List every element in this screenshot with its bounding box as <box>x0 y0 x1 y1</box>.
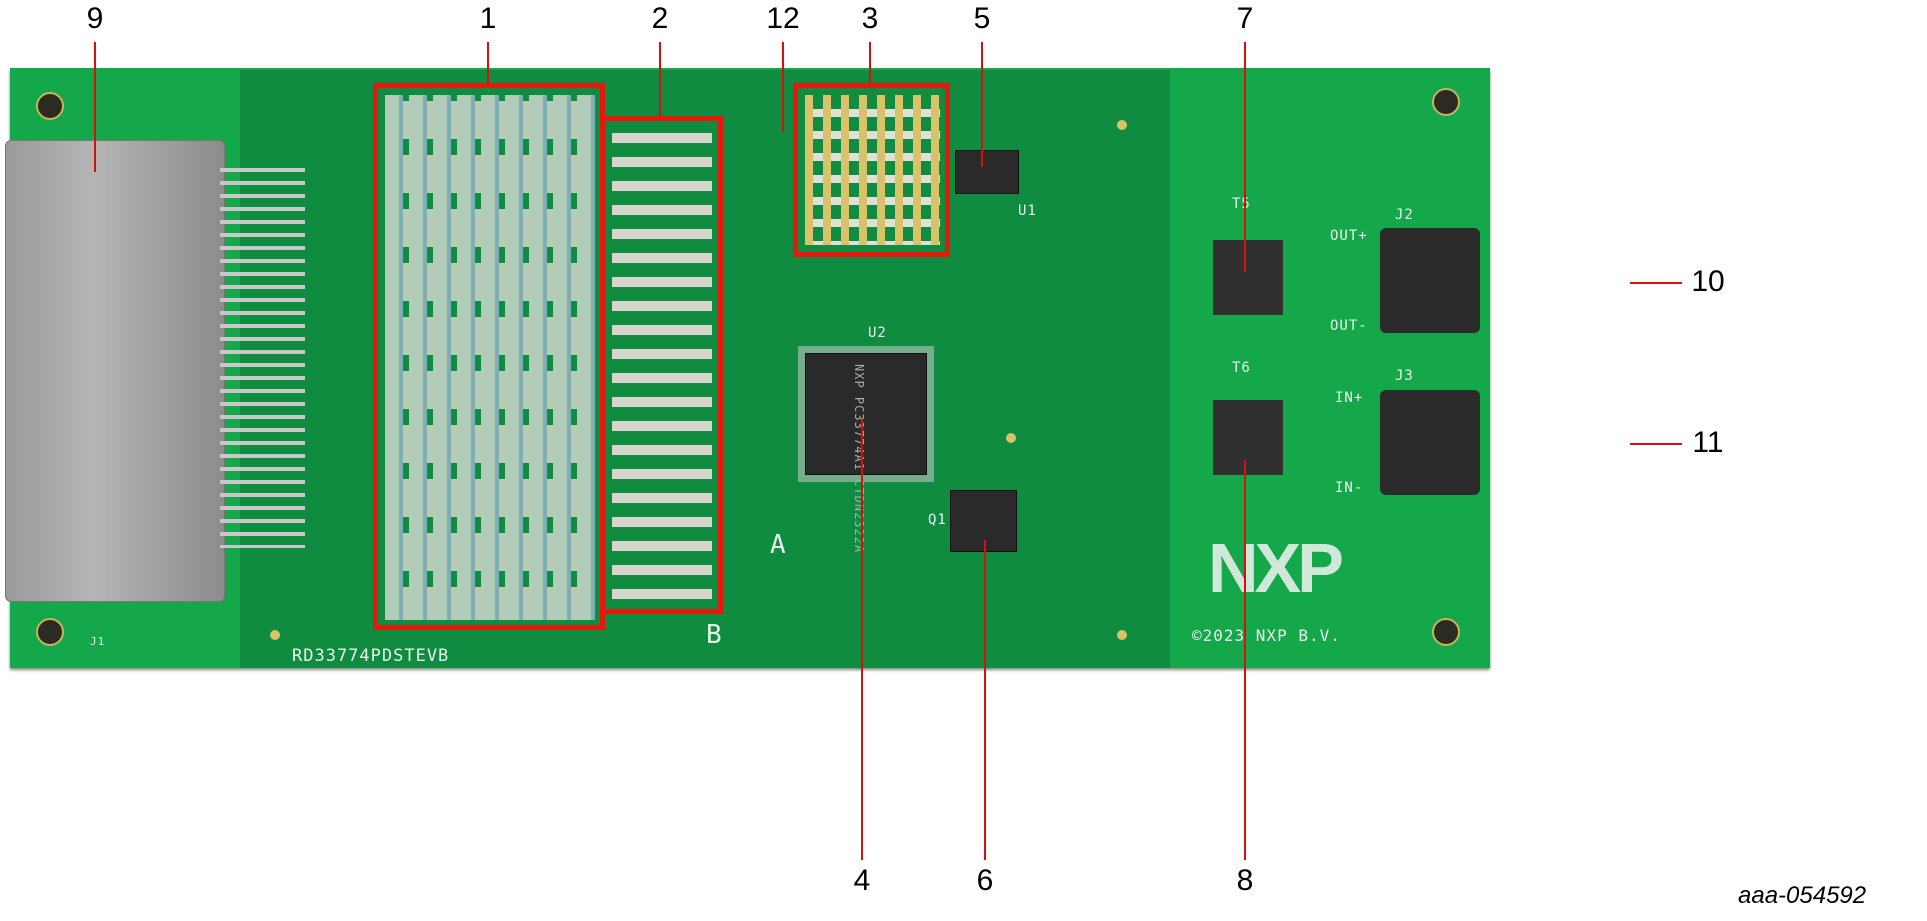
mounting-hole <box>36 618 64 646</box>
nxp-logo: NXP <box>1208 529 1344 607</box>
leader-line-6 <box>984 540 986 860</box>
mounting-hole <box>1432 618 1460 646</box>
highlight-box-3 <box>793 83 950 257</box>
callout-4: 4 <box>853 864 871 897</box>
label-in-minus: IN- <box>1335 480 1364 496</box>
callout-10: 10 <box>1691 265 1725 298</box>
callout-6: 6 <box>976 864 994 897</box>
leader-line-11 <box>1630 443 1682 445</box>
label-j2: J2 <box>1395 207 1414 223</box>
figure-code: aaa-054592 <box>1738 882 1867 909</box>
label-b: B <box>706 620 723 650</box>
callout-3: 3 <box>861 2 879 35</box>
mounting-hole <box>1432 88 1460 116</box>
label-u1: U1 <box>1018 203 1037 219</box>
chip-brand: NXP <box>852 364 866 389</box>
leader-line-3 <box>869 42 871 84</box>
transformer-t5 <box>1213 240 1283 315</box>
leader-line-9 <box>94 42 96 172</box>
callout-11: 11 <box>1692 426 1724 459</box>
connector-pins <box>220 168 305 548</box>
label-j3: J3 <box>1395 368 1414 384</box>
label-u2: U2 <box>868 325 887 341</box>
test-point <box>1117 120 1127 130</box>
chip-part: PC33774A1 <box>852 396 866 471</box>
transistor-q1 <box>950 490 1017 552</box>
highlight-box-2 <box>601 116 723 614</box>
transformer-t6 <box>1213 400 1283 475</box>
label-t5: T5 <box>1232 196 1251 212</box>
label-q1: Q1 <box>928 512 947 528</box>
callout-12: 12 <box>766 2 800 35</box>
leader-line-4 <box>861 420 863 860</box>
test-point <box>1117 630 1127 640</box>
callout-1: 1 <box>479 2 497 35</box>
mounting-hole <box>36 92 64 120</box>
ic-u1 <box>955 150 1019 194</box>
capacitor-column <box>612 125 712 605</box>
cell-balance-array <box>805 95 940 245</box>
label-out-minus: OUT- <box>1330 318 1368 334</box>
leader-line-2 <box>659 42 661 117</box>
connector-j1 <box>5 140 225 602</box>
leader-line-8 <box>1244 460 1246 860</box>
callout-8: 8 <box>1236 864 1254 897</box>
callout-7: 7 <box>1236 2 1254 35</box>
label-t6: T6 <box>1232 360 1251 376</box>
highlight-box-1 <box>373 83 605 630</box>
resistor-array <box>385 95 595 620</box>
chip-code: CTDN2322A <box>852 479 866 554</box>
leader-line-7 <box>1244 42 1246 272</box>
label-in-plus: IN+ <box>1335 390 1364 406</box>
label-out-plus: OUT+ <box>1330 228 1368 244</box>
test-point <box>270 630 280 640</box>
connector-j2 <box>1380 228 1480 333</box>
board-name: RD33774PDSTEVB <box>292 646 450 666</box>
leader-line-10 <box>1630 282 1682 284</box>
test-point <box>1006 433 1016 443</box>
label-a: A <box>770 530 787 560</box>
leader-line-12 <box>782 42 784 132</box>
connector-j3 <box>1380 390 1480 495</box>
leader-line-1 <box>487 42 489 84</box>
ic-u2: NXP PC33774A1 CTDN2322A <box>805 353 927 553</box>
copyright-text: ©2023 NXP B.V. <box>1192 626 1341 645</box>
callout-2: 2 <box>651 2 669 35</box>
callout-5: 5 <box>973 2 991 35</box>
callout-9: 9 <box>86 2 104 35</box>
label-j1: J1 <box>90 635 106 648</box>
leader-line-5 <box>981 42 983 167</box>
